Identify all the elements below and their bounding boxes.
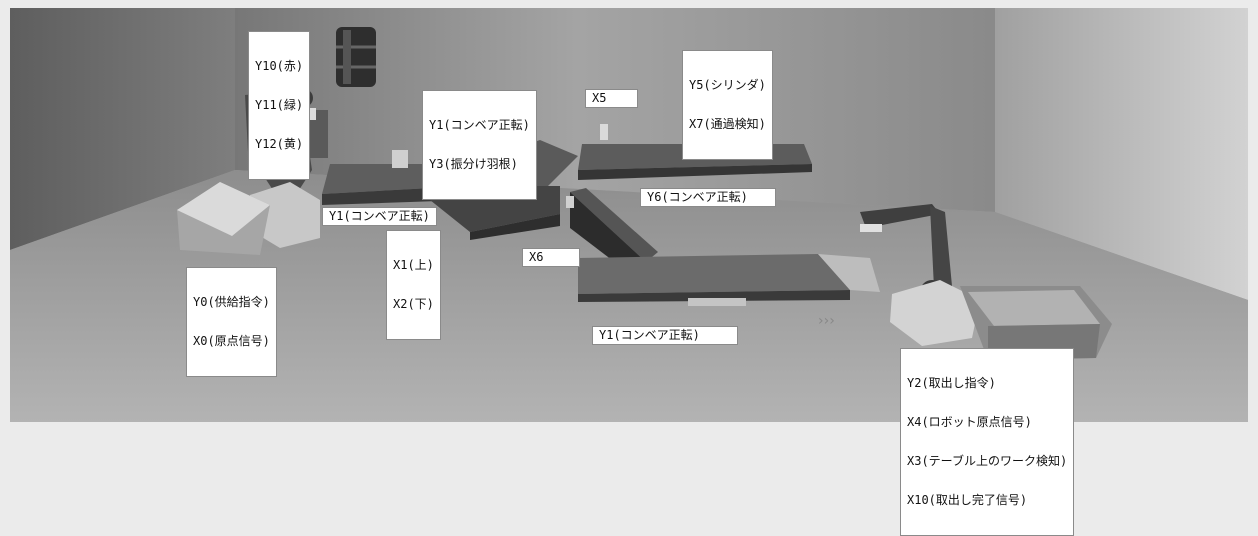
label-x6: X6 bbox=[522, 248, 580, 267]
label-y5: Y5(シリンダ) bbox=[689, 78, 766, 92]
label-x0: X0(原点信号) bbox=[193, 334, 270, 348]
bottom-conveyor bbox=[578, 254, 880, 306]
label-robot: Y2(取出し指令) X4(ロボット原点信号) X3(テーブル上のワーク検知) X… bbox=[900, 348, 1075, 536]
label-x2: X2(下) bbox=[393, 297, 434, 311]
right-wall bbox=[995, 8, 1248, 300]
label-y3: Y3(振分け羽根) bbox=[429, 157, 518, 171]
label-conveyor-bottom: Y1(コンベア正転) bbox=[592, 326, 738, 345]
label-conveyor-left: Y1(コンベア正転) bbox=[322, 207, 437, 226]
label-supply: Y0(供給指令) X0(原点信号) bbox=[186, 267, 277, 377]
label-x1: X1(上) bbox=[393, 258, 434, 272]
label-updown: X1(上) X2(下) bbox=[386, 230, 441, 340]
label-x3: X3(テーブル上のワーク検知) bbox=[907, 454, 1068, 468]
label-lamp-red: Y10(赤) bbox=[255, 59, 304, 73]
label-x4: X4(ロボット原点信号) bbox=[907, 415, 1032, 429]
label-y6-conveyor: Y6(コンベア正転) bbox=[640, 188, 776, 207]
label-cylinder: Y5(シリンダ) X7(通過検知) bbox=[682, 50, 773, 160]
label-lamp-green: Y11(緑) bbox=[255, 98, 304, 112]
label-lamps: Y10(赤) Y11(緑) Y12(黄) bbox=[248, 31, 311, 180]
left-wall bbox=[10, 8, 235, 250]
label-conveyor-turn: Y1(コンベア正転) Y3(振分け羽根) bbox=[422, 90, 537, 200]
direction-arrows: ››› bbox=[818, 313, 835, 329]
signal-tower bbox=[336, 27, 376, 87]
label-y1: Y1(コンベア正転) bbox=[429, 118, 530, 132]
pick-robot bbox=[860, 204, 980, 346]
label-x10: X10(取出し完了信号) bbox=[907, 493, 1028, 507]
label-y0: Y0(供給指令) bbox=[193, 295, 270, 309]
label-x7: X7(通過検知) bbox=[689, 117, 766, 131]
label-lamp-yellow: Y12(黄) bbox=[255, 137, 304, 151]
label-x5: X5 bbox=[585, 89, 638, 108]
simulation-scene: ››› Y10(赤) Y11(緑) Y12(黄) Y1(コンベア正転) Y3(振… bbox=[10, 8, 1248, 536]
label-y2: Y2(取出し指令) bbox=[907, 376, 996, 390]
